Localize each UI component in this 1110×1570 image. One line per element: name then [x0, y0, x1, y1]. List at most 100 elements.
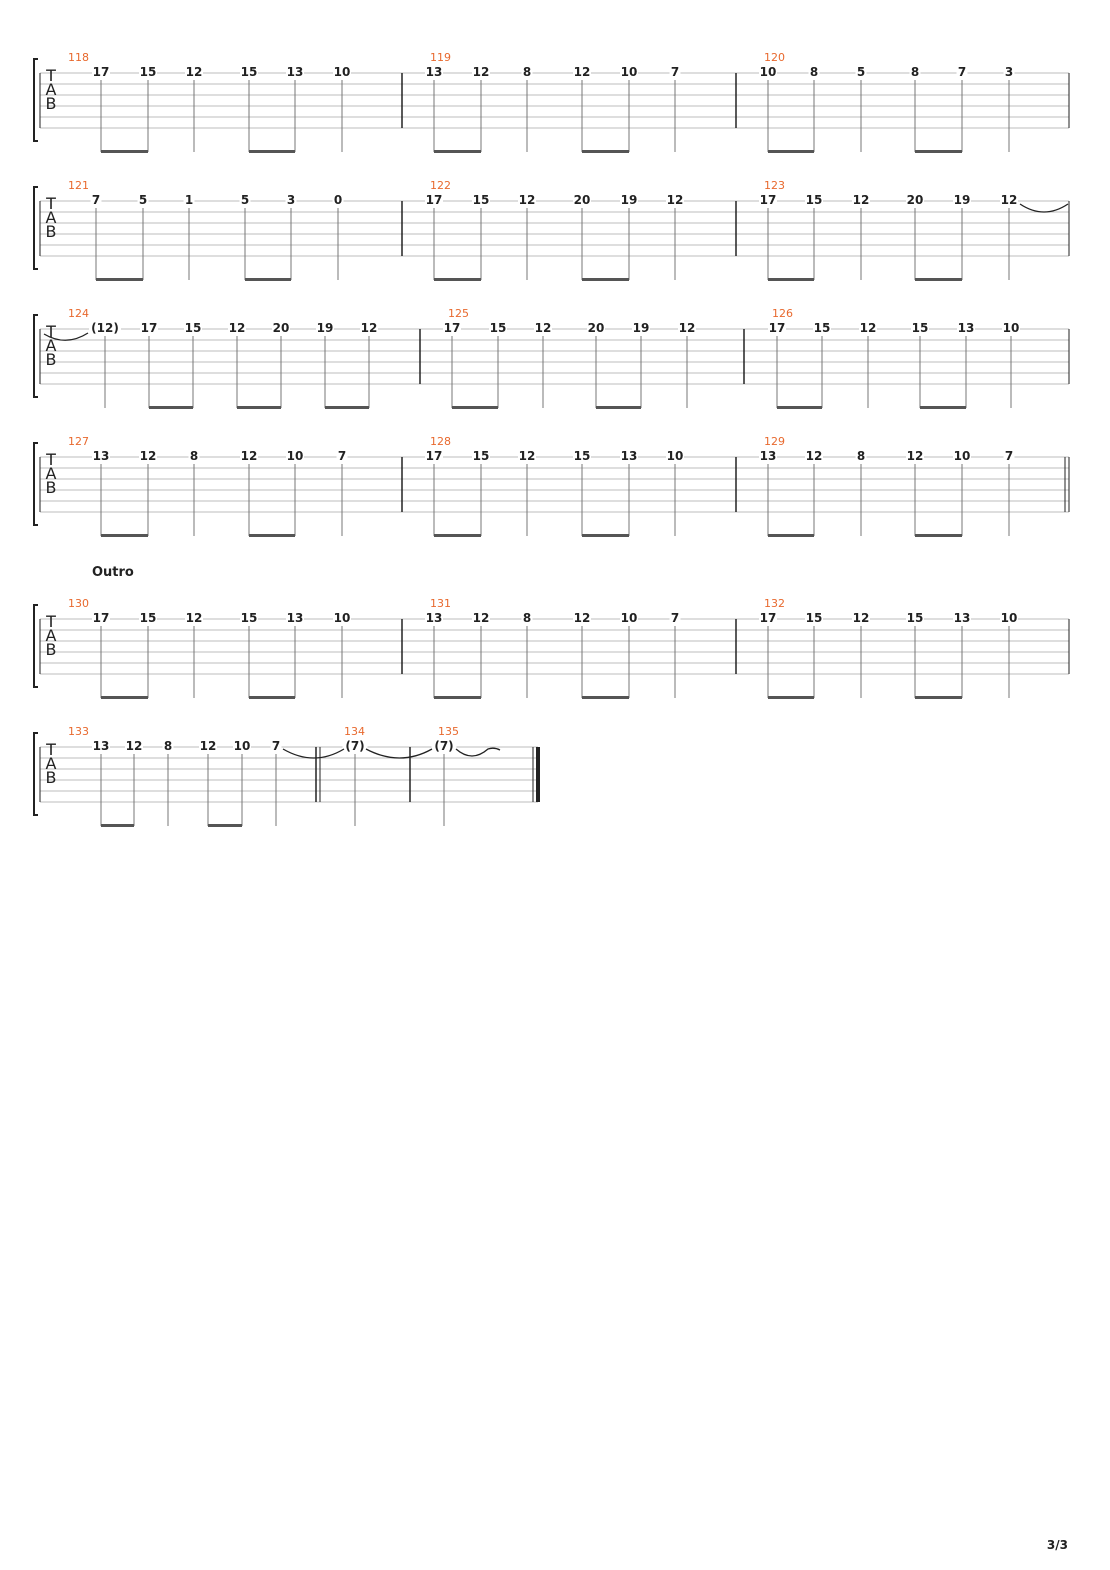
- fret-bg: [768, 321, 786, 333]
- fret-bg: [805, 449, 823, 461]
- beam: [915, 534, 962, 537]
- fret-bg: [489, 321, 507, 333]
- measure-number: 135: [438, 725, 459, 738]
- beam: [149, 406, 193, 409]
- tie: [1019, 203, 1069, 213]
- fret-number: 3: [1005, 65, 1013, 79]
- beam: [101, 534, 148, 537]
- fret-number: 17: [444, 321, 461, 335]
- section-label-outro: Outro: [92, 565, 134, 580]
- fret-number: 15: [490, 321, 507, 335]
- fret-bg: [808, 65, 820, 77]
- fret-number: 19: [621, 193, 638, 207]
- fret-number: 8: [810, 65, 818, 79]
- fret-number: 10: [334, 611, 351, 625]
- fret-number: 10: [1001, 611, 1018, 625]
- tab-clef-letter: A: [46, 626, 57, 645]
- tie: [365, 748, 433, 759]
- fret-bg: [759, 449, 777, 461]
- fret-number: 13: [287, 611, 304, 625]
- fret-number: 15: [574, 449, 591, 463]
- fret-number: 12: [853, 611, 870, 625]
- fret-bg: [620, 611, 638, 623]
- fret-bg: [472, 449, 490, 461]
- fret-bg: [953, 193, 971, 205]
- fret-bg: [199, 739, 217, 751]
- fret-number: 12: [361, 321, 378, 335]
- page-number: 3/3: [1046, 1538, 1068, 1552]
- tab-clef-letter: T: [45, 194, 56, 213]
- beam: [768, 150, 814, 153]
- fret-number: 7: [958, 65, 966, 79]
- fret-bg: [92, 449, 110, 461]
- fret-number: 8: [523, 611, 531, 625]
- beam: [101, 824, 134, 827]
- fret-bg: [89, 321, 121, 333]
- measure-number: 121: [68, 179, 89, 192]
- fret-bg: [285, 193, 297, 205]
- fret-number: 17: [141, 321, 158, 335]
- tab-clef-letter: T: [45, 612, 56, 631]
- fret-bg: [518, 193, 536, 205]
- fret-number: (7): [434, 739, 453, 753]
- tab-clef-letter: A: [46, 208, 57, 227]
- fret-number: 8: [857, 449, 865, 463]
- fret-bg: [759, 65, 777, 77]
- fret-number: 17: [760, 193, 777, 207]
- fret-bg: [183, 193, 195, 205]
- fret-number: 13: [426, 611, 443, 625]
- fret-bg: [1000, 193, 1018, 205]
- fret-number: 15: [806, 611, 823, 625]
- fret-bg: [425, 193, 443, 205]
- measure-number: 120: [764, 51, 785, 64]
- fret-bg: [573, 193, 591, 205]
- measure-number: 132: [764, 597, 785, 610]
- fret-bg: [92, 611, 110, 623]
- fret-bg: [336, 449, 348, 461]
- fret-number: 20: [588, 321, 605, 335]
- fret-number: 7: [92, 193, 100, 207]
- measure-number: 131: [430, 597, 451, 610]
- fret-bg: [425, 611, 443, 623]
- fret-bg: [272, 321, 290, 333]
- measure-number: 122: [430, 179, 451, 192]
- tab-clef-letter: A: [46, 80, 57, 99]
- fret-number: 12: [519, 193, 536, 207]
- fret-number: 10: [621, 611, 638, 625]
- fret-number: 0: [334, 193, 342, 207]
- fret-bg: [125, 739, 143, 751]
- fret-bg: [805, 193, 823, 205]
- fret-bg: [852, 611, 870, 623]
- beam: [245, 278, 291, 281]
- fret-number: 20: [574, 193, 591, 207]
- beam: [434, 534, 481, 537]
- beam: [434, 278, 481, 281]
- tab-clef-letter: B: [46, 222, 57, 241]
- fret-bg: [1000, 611, 1018, 623]
- fret-number: 7: [272, 739, 280, 753]
- fret-number: 20: [907, 193, 924, 207]
- fret-number: 15: [241, 65, 258, 79]
- fret-bg: [139, 449, 157, 461]
- tie: [282, 748, 345, 759]
- fret-number: 15: [912, 321, 929, 335]
- fret-bg: [342, 739, 368, 751]
- fret-bg: [957, 321, 975, 333]
- tab-clef-letter: B: [46, 640, 57, 659]
- tab-clef-letter: T: [45, 66, 56, 85]
- fret-bg: [518, 449, 536, 461]
- fret-number: 12: [535, 321, 552, 335]
- measure-number: 118: [68, 51, 89, 64]
- measure-number: 133: [68, 725, 89, 738]
- fret-number: 12: [679, 321, 696, 335]
- tab-clef-letter: B: [46, 94, 57, 113]
- fret-number: 12: [907, 449, 924, 463]
- fret-bg: [316, 321, 334, 333]
- fret-number: 5: [857, 65, 865, 79]
- fret-bg: [1003, 65, 1015, 77]
- fret-number: 13: [760, 449, 777, 463]
- fret-number: 13: [287, 65, 304, 79]
- fret-number: 13: [958, 321, 975, 335]
- fret-bg: [521, 611, 533, 623]
